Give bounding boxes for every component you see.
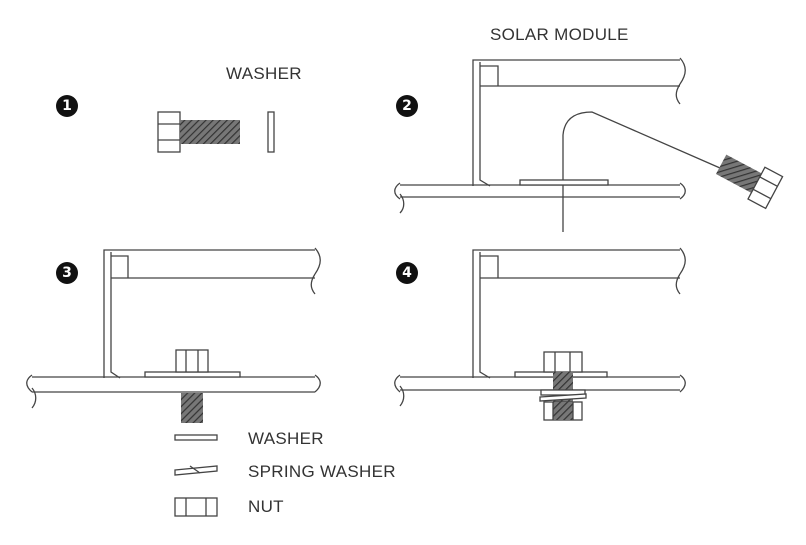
step-number-3: 3 <box>56 262 78 284</box>
legend-spring-washer-icon <box>174 465 218 476</box>
step-number-4: 4 <box>396 262 418 284</box>
solar-module-label: SOLAR MODULE <box>490 25 629 44</box>
step2-module-frame <box>472 57 686 187</box>
step3-rail <box>26 374 321 409</box>
legend-nut-icon <box>174 497 218 517</box>
legend-nut-label: NUT <box>248 497 284 516</box>
legend-washer-icon <box>174 434 218 441</box>
legend-spring-washer-label: SPRING WASHER <box>248 462 396 481</box>
step2-clamp-plate <box>519 179 609 186</box>
step4-bolt-assembly <box>539 351 587 421</box>
step2-bolt <box>715 154 784 210</box>
step1-bolt <box>157 111 240 153</box>
step3-module-frame <box>103 247 321 379</box>
step4-module-frame <box>472 247 686 379</box>
step-number-1: 1 <box>56 95 78 117</box>
step-number-2: 2 <box>396 95 418 117</box>
step3-clamp-plate <box>144 371 241 378</box>
washer-label: WASHER <box>226 64 302 83</box>
legend-washer-label: WASHER <box>248 429 324 448</box>
step2-guide-line <box>562 111 721 232</box>
step1-washer <box>267 111 275 153</box>
step3-bolt <box>175 349 209 423</box>
step2-rail <box>394 182 686 214</box>
